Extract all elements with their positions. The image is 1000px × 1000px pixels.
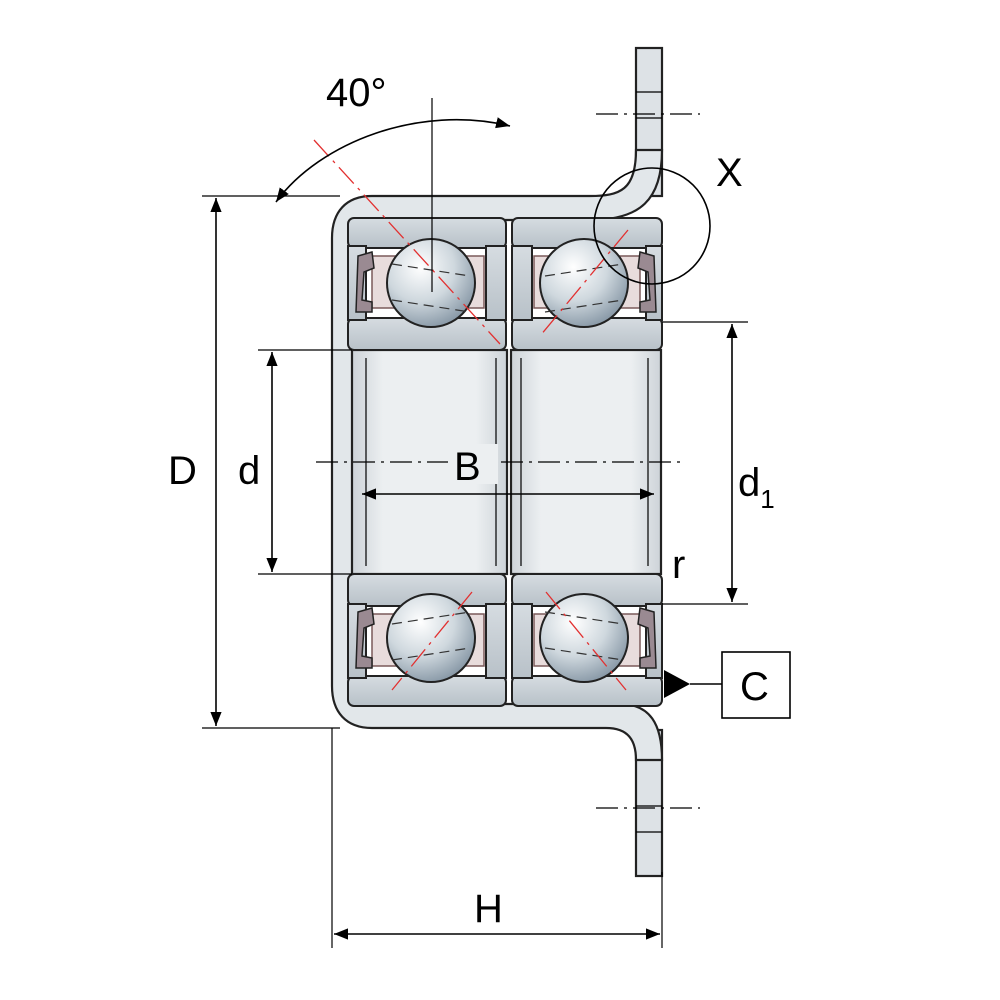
bore-label: d xyxy=(238,449,260,493)
seals xyxy=(355,251,657,669)
shoulder-diameter-letter: d xyxy=(738,461,760,505)
height-label: H xyxy=(474,887,503,931)
seal-bottom-left xyxy=(355,607,375,669)
dimension-outer-diameter: D xyxy=(168,195,340,729)
datum-label: C xyxy=(740,665,769,709)
dimension-bore: d xyxy=(238,349,352,575)
radius-label: r xyxy=(672,543,685,587)
shoulder-diameter-subscript: 1 xyxy=(760,484,774,514)
datum-triangle xyxy=(664,670,690,698)
seal-top-right xyxy=(637,251,657,313)
ball-bottom-right xyxy=(539,593,629,683)
seal-top-left xyxy=(355,251,375,313)
datum-box xyxy=(721,651,791,719)
detail-x: X xyxy=(593,151,743,285)
datum-c: C xyxy=(664,651,791,719)
dimension-height: H xyxy=(331,728,663,948)
seal-bottom-right xyxy=(637,607,657,669)
shoulder-diameter-label: d1 xyxy=(738,461,775,514)
dimension-shoulder-diameter: d1 xyxy=(662,321,775,605)
ball-bottom-left xyxy=(386,593,476,683)
outer-diameter-label: D xyxy=(168,449,197,493)
dimension-width: B xyxy=(362,444,654,500)
width-label: B xyxy=(454,445,481,489)
ball-top-right xyxy=(539,238,629,328)
ball-top-left xyxy=(386,238,476,328)
angle-dimension: 40° xyxy=(275,71,511,203)
detail-circle xyxy=(593,167,711,285)
angle-label: 40° xyxy=(326,71,387,115)
detail-label: X xyxy=(716,151,743,195)
